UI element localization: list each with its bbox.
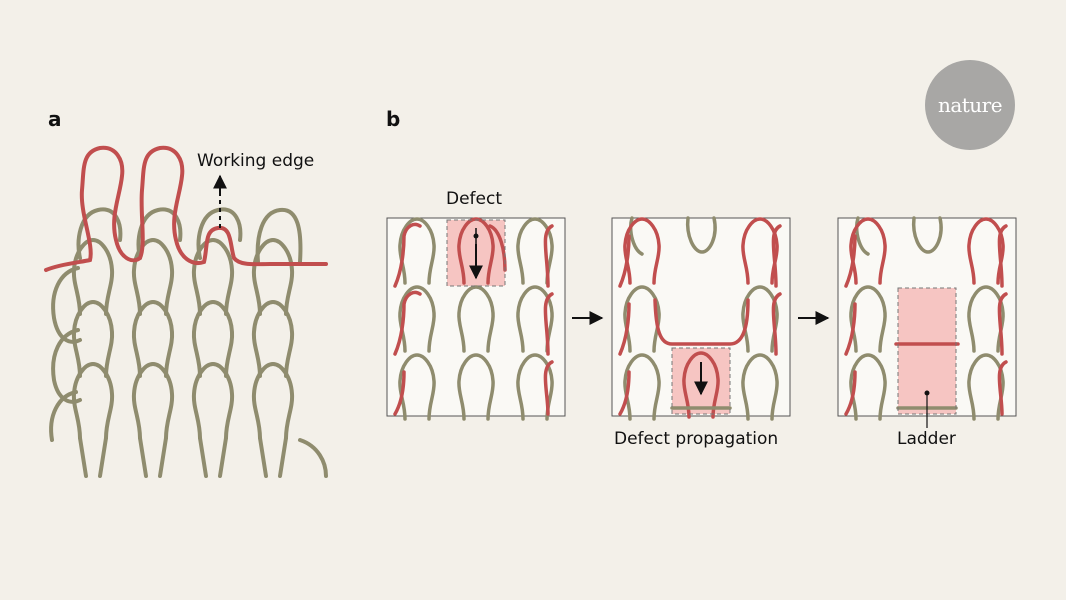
tile-2 xyxy=(611,216,791,421)
working-edge-label: Working edge xyxy=(197,151,315,171)
panel-b-letter: b xyxy=(386,107,401,131)
defect-propagation-label: Defect propagation xyxy=(614,429,779,449)
nature-logo-text: nature xyxy=(937,93,1003,117)
panel-a-letter: a xyxy=(48,107,62,131)
panel-a-fabric xyxy=(44,145,328,478)
defect-label: Defect xyxy=(446,189,503,209)
ladder-label: Ladder xyxy=(897,429,956,449)
tile-1 xyxy=(386,217,566,421)
nature-logo: nature xyxy=(925,60,1015,150)
tile-3 xyxy=(837,216,1017,428)
